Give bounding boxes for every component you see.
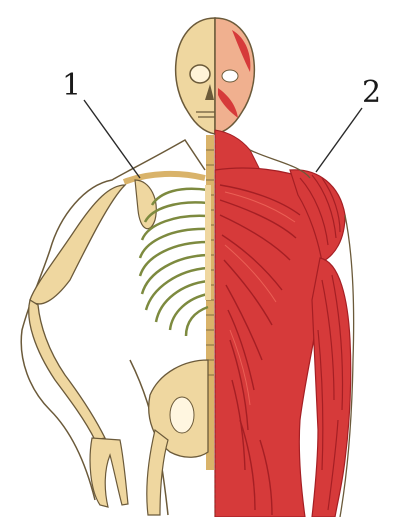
callout-2: 2 <box>316 75 381 172</box>
hand-bones <box>90 438 128 507</box>
callout-1: 1 <box>62 68 140 178</box>
muscle-half <box>215 18 354 517</box>
humerus <box>30 185 125 304</box>
eye-right <box>222 70 238 82</box>
eye-socket <box>190 65 210 83</box>
label-skeleton: 1 <box>62 68 81 103</box>
femur <box>147 430 168 515</box>
pelvic-opening <box>170 397 194 433</box>
skeleton-half <box>21 18 215 515</box>
forearm-bones <box>29 300 105 440</box>
label-muscle: 2 <box>362 75 381 110</box>
leader-line-1 <box>84 100 140 178</box>
leader-line-2 <box>316 108 362 172</box>
